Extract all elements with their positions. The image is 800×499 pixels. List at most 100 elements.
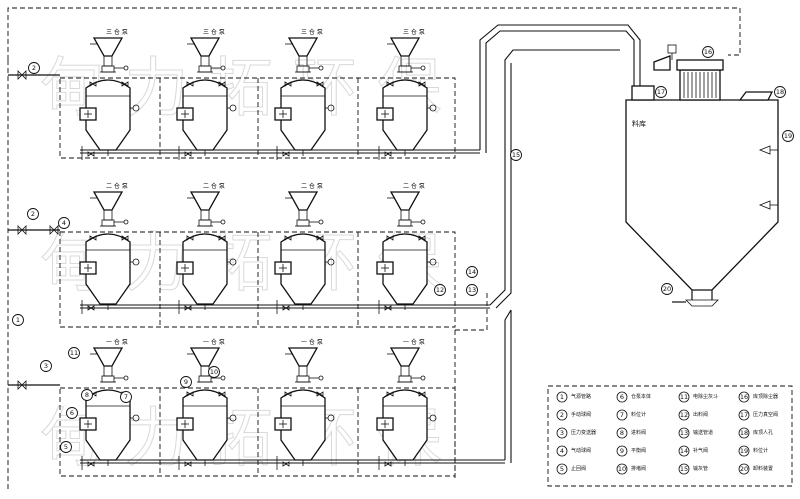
callout-marker: 16	[702, 46, 714, 58]
row-frames	[59, 77, 456, 477]
pump-unit: 二 仓 泵	[274, 182, 335, 314]
legend-item: 14 补气阀	[678, 445, 708, 457]
row-label: 二 仓 泵	[301, 182, 323, 190]
callout-number: 14	[468, 268, 476, 276]
legend-label: 库顶除尘器	[753, 393, 778, 400]
callout-number: 13	[468, 286, 476, 294]
pump-unit: 二 仓 泵	[79, 182, 140, 314]
row-label: 一 仓 泵	[301, 338, 323, 346]
row-label: 一 仓 泵	[403, 338, 425, 346]
callout-number: 6	[70, 409, 74, 417]
dust-filter-bags	[683, 72, 717, 98]
legend-label: 出料阀	[693, 411, 708, 418]
legend-label: 库顶人孔	[753, 429, 773, 436]
legend-label: 补气阀	[693, 447, 708, 454]
callout-marker: 6	[66, 407, 78, 419]
air-branch-valves	[17, 70, 59, 390]
callout-number: 2	[31, 210, 35, 218]
legend-item: 3 压力变送器	[556, 427, 596, 439]
callout-number: 15	[512, 151, 520, 159]
callout-marker: 1	[12, 314, 24, 326]
row-label: 三 仓 泵	[403, 28, 425, 36]
legend-number: 6	[620, 393, 624, 401]
legend-number: 5	[560, 465, 564, 473]
row-label: 三 仓 泵	[106, 28, 128, 36]
legend-label: 进料阀	[631, 429, 646, 436]
pump-unit: 一 仓 泵	[274, 338, 335, 470]
pump-unit: 一 仓 泵	[176, 338, 237, 470]
row-label: 二 仓 泵	[106, 182, 128, 190]
callout-marker: 2	[28, 62, 40, 74]
callout-marker: 15	[510, 149, 522, 161]
callout-marker: 11	[68, 347, 80, 359]
legend-number: 12	[680, 411, 688, 419]
legend-item: 9 平衡阀	[616, 445, 646, 457]
row-label: 一 仓 泵	[106, 338, 128, 346]
legend-label: 输送管道	[693, 429, 713, 436]
legend-label: 压力变送器	[571, 429, 596, 436]
row-label: 三 仓 泵	[203, 28, 225, 36]
callout-number: 1	[16, 316, 20, 324]
callout-marker: 17	[655, 86, 667, 98]
callout-number: 17	[657, 88, 665, 96]
legend-number: 14	[680, 447, 688, 455]
callout-number: 3	[44, 362, 48, 370]
callout-marker: 12	[434, 284, 446, 296]
pump-unit: 三 仓 泵	[274, 28, 335, 160]
conveying-pipes	[80, 24, 641, 478]
legend-number: 17	[740, 411, 748, 419]
callout-marker: 3	[40, 360, 52, 372]
callout-marker: 10	[208, 366, 220, 378]
legend-label: 气动球阀	[571, 447, 591, 454]
legend-label: 气源管路	[571, 393, 591, 400]
legend-number: 9	[620, 447, 624, 455]
callout-number: 16	[704, 48, 712, 56]
pump-unit: 二 仓 泵	[376, 182, 437, 314]
callout-number: 20	[663, 285, 671, 293]
callout-marker: 20	[661, 283, 673, 295]
row-label: 三 仓 泵	[301, 28, 323, 36]
callout-marker: 2	[27, 208, 39, 220]
legend-label: 平衡阀	[631, 447, 646, 454]
legend-item: 12 出料阀	[678, 409, 708, 421]
pump-vessels: 三 仓 泵 三 仓 泵 三 仓 泵 三 仓 泵二 仓 泵 二 仓 泵 二 仓 泵 二 仓 泵…	[79, 28, 437, 470]
legend-number: 19	[740, 447, 748, 455]
callout-number: 7	[124, 393, 128, 401]
legend-label: 止回阀	[571, 465, 586, 472]
legend-number: 2	[560, 411, 564, 419]
callout-number: 9	[184, 378, 188, 386]
callout-marker: 14	[466, 266, 478, 278]
legend-label: 排堵阀	[631, 465, 646, 472]
callout-number: 2	[32, 64, 36, 72]
legend-item: 2 手动球阀	[556, 409, 591, 421]
pump-unit: 三 仓 泵	[376, 28, 437, 160]
storage-silo: 料库	[625, 44, 779, 307]
callout-marker: 4	[58, 217, 70, 229]
legend-label: 料位计	[753, 447, 768, 454]
callout-marker: 19	[782, 130, 794, 142]
callout-marker: 8	[81, 389, 93, 401]
silo-label: 料库	[632, 119, 646, 128]
row-label: 一 仓 泵	[203, 338, 225, 346]
legend-label: 压力真空阀	[753, 411, 778, 418]
row-label: 二 仓 泵	[203, 182, 225, 190]
callout-number: 11	[70, 349, 78, 357]
legend-number: 10	[618, 465, 626, 473]
legend-number: 3	[560, 429, 564, 437]
legend-item: 5 止回阀	[556, 463, 586, 475]
callout-marker: 18	[774, 86, 786, 98]
legend-number: 1	[560, 393, 564, 401]
legend-number: 7	[620, 411, 624, 419]
legend-number: 11	[680, 393, 688, 401]
legend-number: 16	[740, 393, 748, 401]
legend-label: 手动球阀	[571, 411, 591, 418]
